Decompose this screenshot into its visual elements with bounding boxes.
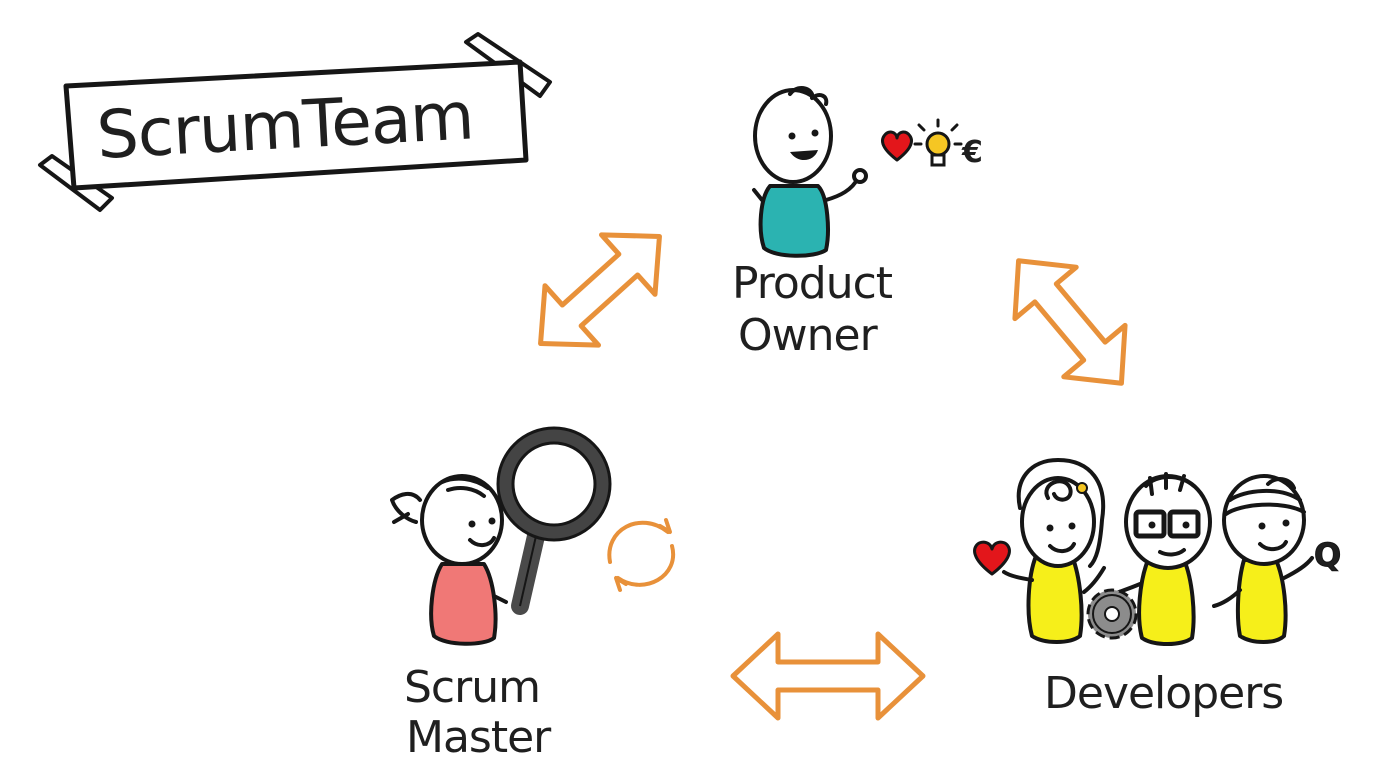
developers-figures: Q [973,458,1342,646]
scrum-master-label: Scrum Master [404,662,553,762]
product-owner-attributes: € [881,118,983,170]
product-owner-label-line1: Product [732,258,893,309]
arrow-scrum-master-developers [730,631,926,721]
gear-icon [1086,588,1138,640]
arrow-product-owner-developers [1012,258,1128,386]
developer-3-body [1235,558,1288,644]
scrum-master-figure [390,426,676,646]
product-owner-label-line2: Owner [738,310,879,361]
lightbulb-icon [913,118,963,167]
title-sign-frame [63,59,529,191]
euro-icon: € [961,135,982,170]
product-owner-figure [752,86,868,258]
developers-label: Developers [1044,668,1284,719]
scrum-master-label-line1: Scrum [404,662,540,713]
developers-label-text: Developers [1044,668,1283,719]
product-owner-label: Product Owner [732,258,894,361]
title-sign: ScrumTeam [38,32,552,212]
quality-q-icon: Q [1314,536,1340,574]
product-owner-hand [852,168,868,184]
scrum-master-body [429,562,498,646]
developer-1-body [1026,554,1084,644]
developer-3 [1212,474,1314,644]
developer-1 [1002,458,1106,644]
developer-2 [1102,472,1212,646]
magnifying-glass-icon [496,426,612,615]
cycle-icon [607,518,676,592]
heart-icon [973,540,1011,576]
arrow-scrum-master-product-owner [538,232,662,348]
scrum-master-label-line2: Master [406,712,552,762]
scrum-master-head [420,474,504,566]
developer-2-body [1137,558,1196,646]
heart-icon [881,130,913,162]
product-owner-body [758,184,830,258]
